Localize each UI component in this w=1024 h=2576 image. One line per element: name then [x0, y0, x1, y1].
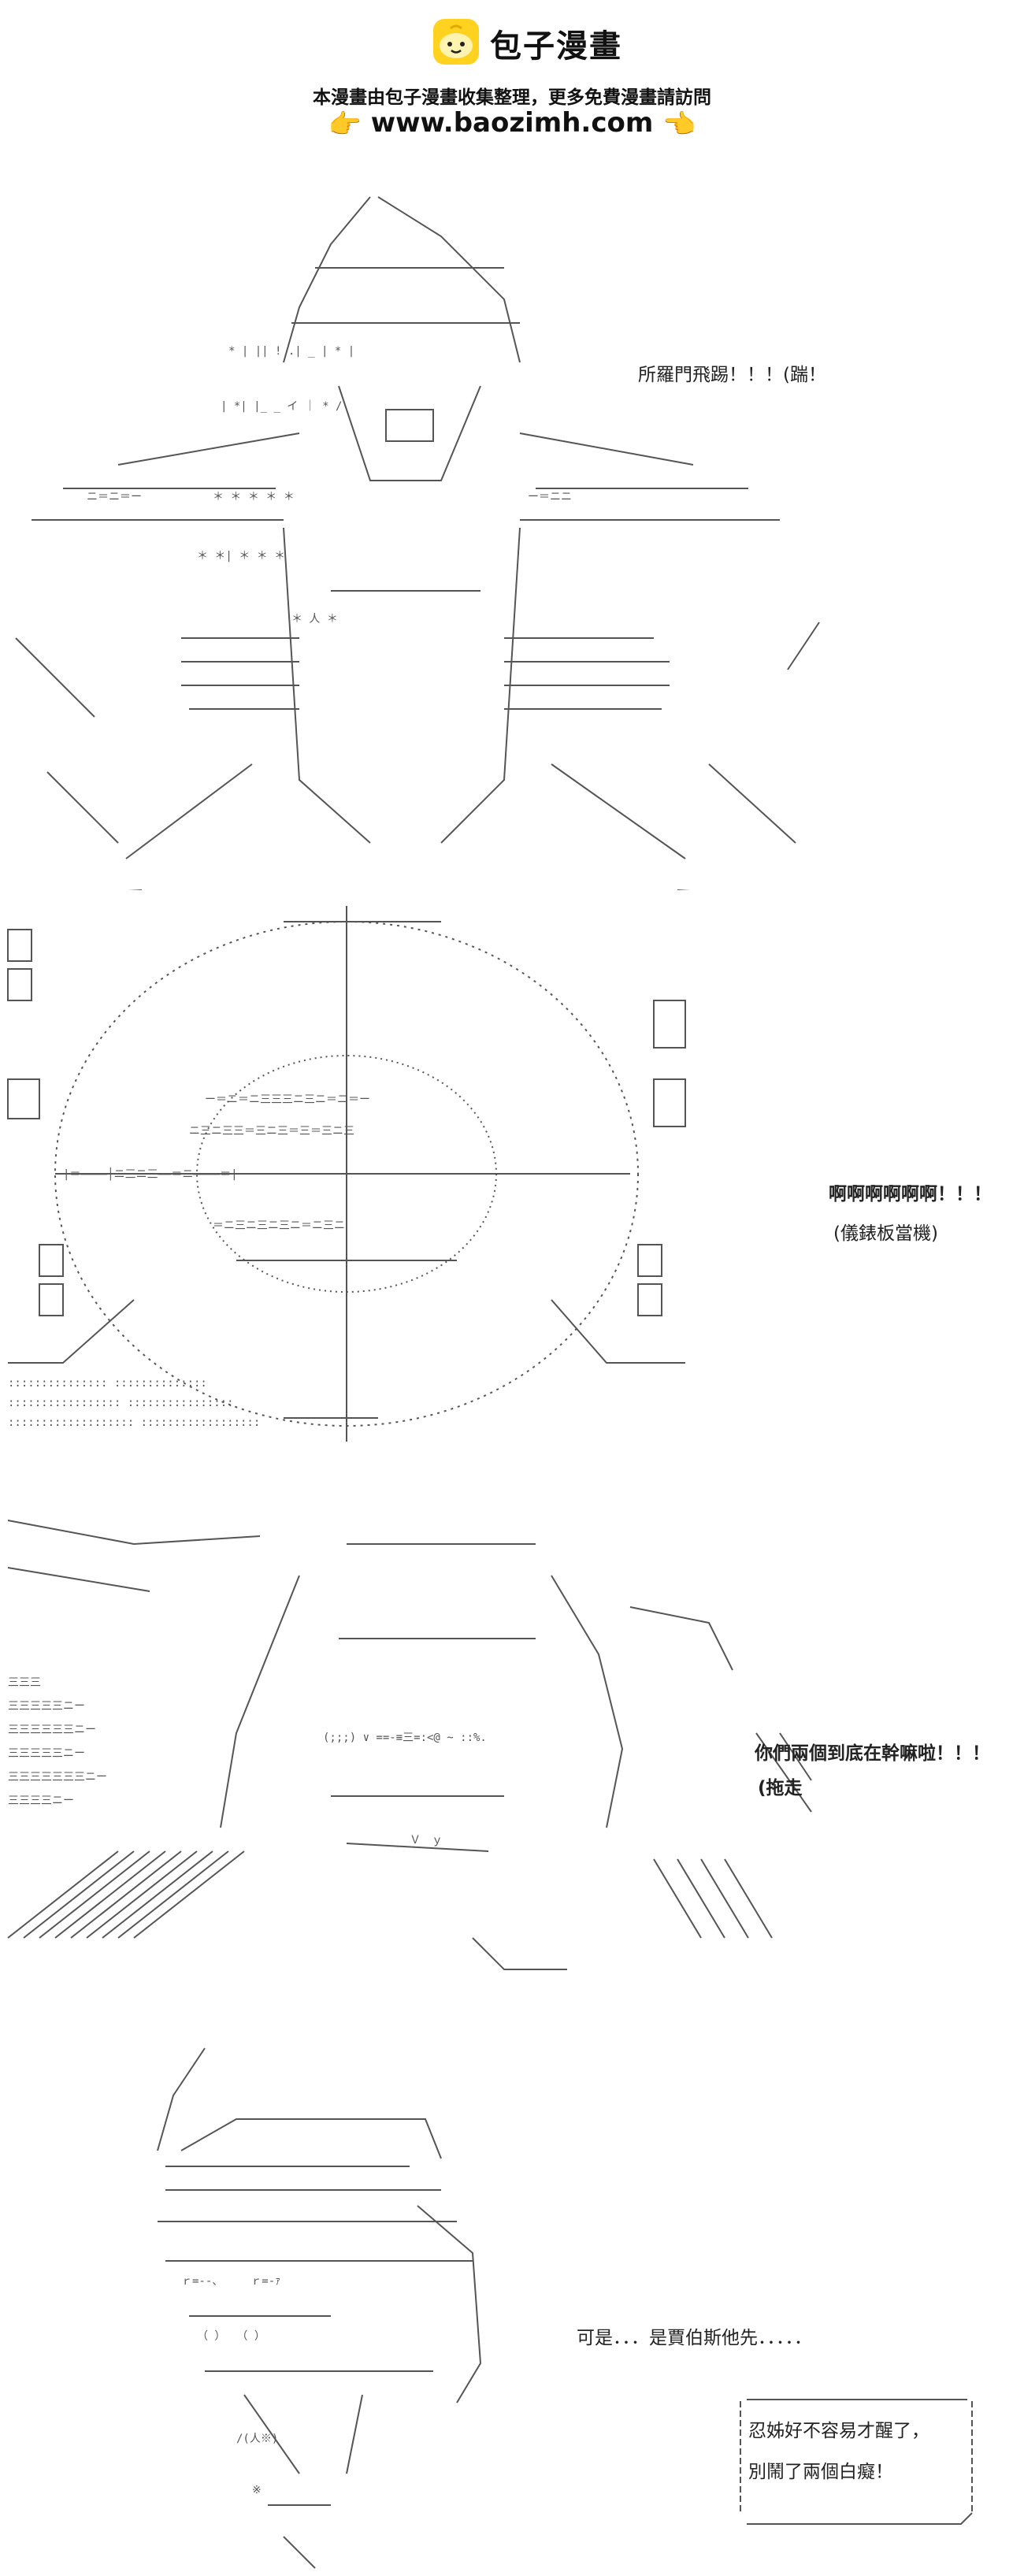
svg-text:::::::::::::::::::: :::::: ::::::::::::::::::: :::::::::::::::::: [8, 1416, 260, 1429]
svg-text:＊ ＊ ＊ ＊ ＊: ＊ ＊ ＊ ＊ ＊ [213, 491, 295, 503]
ascii-art-kick-scene: * | || ! .| _ | * | | *| |_ _ イ ｜ * / ＊ … [15, 196, 820, 890]
svg-text:三三三三三ニー: 三三三三三ニー [8, 1700, 85, 1713]
panel-2-subcaption: (儀錶板當機) [833, 1223, 938, 1244]
panel-3-subcaption: (拖走 [758, 1778, 803, 1798]
svg-text:（ ） （ ）: （ ） （ ） [197, 2330, 265, 2343]
speech-line-1: 忍姊好不容易才醒了， [748, 2421, 929, 2441]
speech-bubble [740, 2399, 973, 2525]
svg-text:* | || ! .| _ | * |: * | || ! .| _ | * | [228, 345, 354, 358]
bun-face-icon [433, 19, 479, 65]
svg-text:/(人※): /(人※) [236, 2433, 278, 2445]
site-url-text: www.baozimh.com [370, 107, 654, 139]
svg-text:|＝━━━━┼ニ三ニ三━━＝ニ━━━━＝|: |＝━━━━┼ニ三ニ三━━＝ニ━━━━＝| [63, 1167, 238, 1181]
ascii-art-drag-scene: 三三三 三三三三三ニー 三三三三三三ニー 三三三三三ニー 三三三三三三三ニー 三… [7, 1520, 812, 1970]
svg-text:三三三三三三ニー: 三三三三三三ニー [8, 1724, 96, 1736]
svg-text:＊ 人 ＊: ＊ 人 ＊ [291, 613, 338, 625]
speech-line-2: 別鬧了兩個白癡！ [748, 2462, 893, 2482]
svg-text:::::::::::::::: :::::: ::::::::::::::: :::::::::::::: [8, 1377, 207, 1390]
pointing-hand-icon: 👉 [328, 108, 362, 140]
svg-text:(;;;) ∨ ==-≡三=:<@ ~ ::%.: (;;;) ∨ ==-≡三=:<@ ~ ::%. [323, 1732, 487, 1744]
tagline: 本漫畫由包子漫畫收集整理，更多免費漫畫請訪問 [313, 87, 711, 108]
pointing-hand-icon: 👈 [662, 108, 696, 140]
svg-text:ｒ=‐-、 ｒ=-ｧ: ｒ=‐-、 ｒ=-ｧ [181, 2275, 280, 2288]
ascii-art-dashboard: ー＝ニ＝ニ三三三ニ三ニ＝ニ＝ー ニ三ニ三三＝三ニ三＝三＝三ニ三 |＝━━━━┼ニ… [7, 906, 686, 1442]
svg-text:::::::::::::::::: :::::: ::::::::::::::::: :::::::::::::::: [8, 1397, 234, 1409]
svg-text:三三三三三ニー: 三三三三三ニー [8, 1747, 85, 1760]
svg-text:Ｖ ｙ: Ｖ ｙ [410, 1834, 443, 1847]
svg-text:ー＝ニニ: ー＝ニニ [528, 491, 572, 503]
svg-text:※: ※ [252, 2484, 262, 2496]
svg-text:| *| |_ _ イ ｜ * /: | *| |_ _ イ ｜ * / [221, 400, 342, 413]
svg-text:ー＝ニ＝ニ三三三ニ三ニ＝ニ＝ー: ー＝ニ＝ニ三三三ニ三ニ＝ニ＝ー [205, 1093, 370, 1106]
brand-name: 包子漫畫 [490, 28, 622, 65]
svg-text:三三三: 三三三 [8, 1676, 41, 1689]
svg-text:＝ニ三ニ三ニ三ニ＝ニ三ニ: ＝ニ三ニ三ニ三ニ＝ニ三ニ [213, 1219, 345, 1232]
ascii-art-character: ｒ=‐-、 ｒ=-ｧ （ ） （ ） /(人※) ※ [157, 2047, 482, 2569]
svg-text:ニ三ニ三三＝三ニ三＝三＝三ニ三: ニ三ニ三三＝三ニ三＝三＝三ニ三 [189, 1125, 354, 1138]
panel-1-caption: 所羅門飛踢！！！(踹！ [638, 365, 826, 385]
svg-text:三三三三ニー: 三三三三ニー [8, 1795, 74, 1807]
panel-2-caption: 啊啊啊啊啊啊！！！ [829, 1184, 992, 1204]
site-url-link[interactable]: 👉 www.baozimh.com 👈 [0, 107, 1024, 140]
svg-text:三三三三三三三ニー: 三三三三三三三ニー [8, 1771, 107, 1784]
svg-text:ニ＝ニ＝ー: ニ＝ニ＝ー [87, 491, 142, 503]
panel-3-caption: 你們兩個到底在幹嘛啦！！！ [755, 1743, 990, 1764]
panel-4-caption: 可是．．．是賈伯斯他先．．．．． [577, 2328, 812, 2348]
svg-text:＊ ＊| ＊ ＊ ＊: ＊ ＊| ＊ ＊ ＊ [197, 550, 285, 562]
